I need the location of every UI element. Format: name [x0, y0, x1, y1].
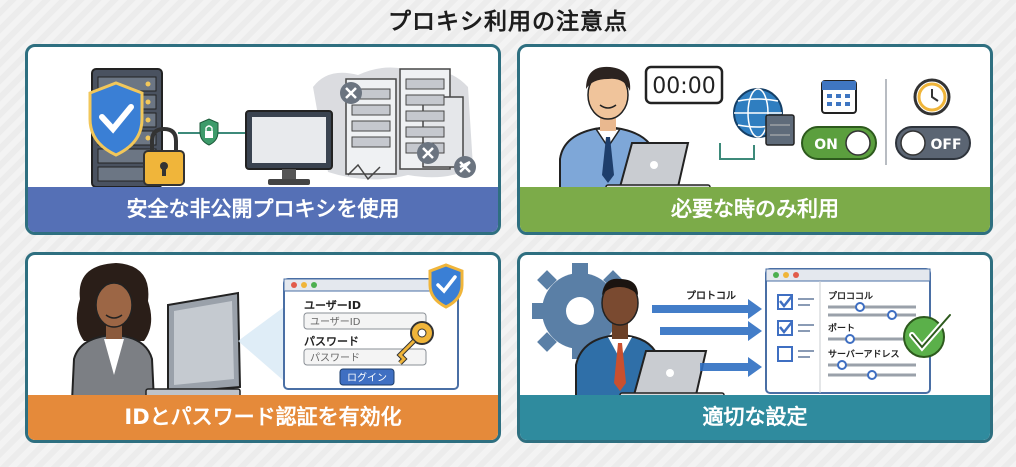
- server-icon: [765, 114, 795, 146]
- setting-server-address: サーバーアドレス: [828, 349, 900, 360]
- unsafe-servers: [313, 67, 476, 181]
- toggle-on-label: ON: [814, 137, 838, 153]
- password-label: パスワード: [304, 335, 359, 348]
- shield-check-icon: [428, 263, 464, 309]
- page-title: プロキシ利用の注意点: [388, 9, 628, 35]
- setting-protocol: プロココル: [828, 290, 873, 302]
- panel-secure-proxy: 安全な非公開プロキシを使用: [25, 44, 501, 235]
- banner-proper-settings: 適切な設定: [520, 395, 990, 440]
- arrow-icons: [652, 299, 762, 377]
- clock-icon: [913, 78, 951, 116]
- toggle-off: OFF: [895, 126, 971, 160]
- check-circle-icon: [903, 312, 953, 358]
- toggle-on: ON: [801, 126, 877, 160]
- digital-timer-icon: 00:00: [644, 65, 724, 105]
- settings-illustration: プロトコル プロココル ポート: [532, 263, 953, 401]
- padlock-icon: [143, 126, 185, 186]
- panel-use-when-needed: 00:00 ON: [517, 44, 993, 235]
- secure-proxy-illustration: [88, 67, 476, 188]
- calendar-icon: [821, 80, 857, 114]
- banner-use-when-needed: 必要な時のみ利用: [520, 187, 990, 232]
- setting-port: ポート: [828, 322, 855, 334]
- password-placeholder: パスワード: [310, 352, 360, 364]
- monitor-icon: [145, 291, 242, 398]
- panel-proper-settings: プロトコル プロココル ポート: [517, 252, 993, 443]
- woman-avatar: [70, 263, 156, 401]
- settings-window: プロココル ポート サーバーアドレス: [765, 268, 931, 394]
- password-field[interactable]: [303, 348, 427, 366]
- key-icon: [396, 321, 434, 365]
- login-window: ユーザーID ユーザーID パスワード パスワード ログイン: [283, 278, 459, 390]
- monitor-icon: [245, 110, 333, 185]
- screen-light: [238, 307, 284, 381]
- login-button[interactable]: [339, 368, 395, 386]
- banner-id-password-auth: IDとパスワード認証を有効化: [28, 395, 498, 440]
- checkbox-list: [777, 294, 814, 362]
- panel-id-password-auth: ユーザーID ユーザーID パスワード パスワード ログイン IDとパスワード認…: [25, 252, 501, 443]
- small-shield-lock-icon: [199, 118, 219, 146]
- use-when-needed-illustration: 00:00 ON: [559, 65, 971, 193]
- timer-text: 00:00: [652, 74, 715, 99]
- shield-check-icon: [88, 81, 144, 157]
- login-button-label: ログイン: [347, 371, 387, 384]
- user-id-placeholder: ユーザーID: [310, 316, 361, 328]
- arrow-label: プロトコル: [686, 289, 736, 302]
- toggle-off-label: OFF: [930, 137, 961, 153]
- user-id-field[interactable]: [303, 312, 427, 330]
- auth-illustration: ユーザーID ユーザーID パスワード パスワード ログイン: [70, 263, 464, 401]
- user-id-label: ユーザーID: [304, 299, 361, 312]
- banner-secure-proxy: 安全な非公開プロキシを使用: [28, 187, 498, 232]
- checkbox[interactable]: [777, 346, 793, 362]
